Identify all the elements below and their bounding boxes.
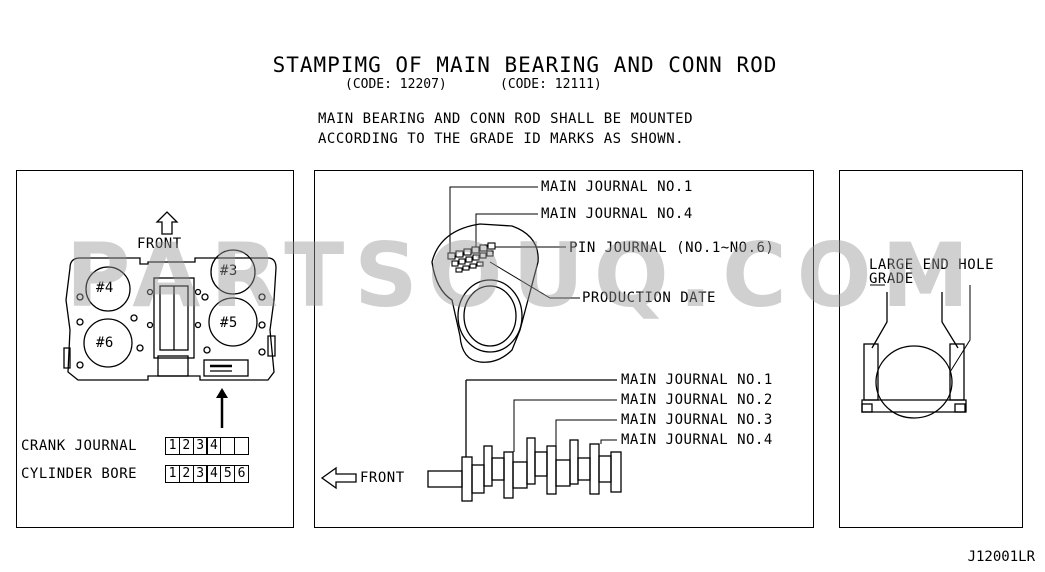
conn-rod-panel [839,170,1023,528]
grade-cell: 5 [220,465,236,483]
watermark: PARTSOUQ.COM [65,224,980,327]
callout-main-journal-2: MAIN JOURNAL NO.2 [621,392,773,408]
callout-main-journal-1: MAIN JOURNAL NO.1 [621,372,773,388]
crank-journal-grade-grid: 1 2 3 4 [165,437,250,455]
callout-pin-journal: PIN JOURNAL (NO.1~NO.6) [569,240,775,256]
grade-cell: 3 [192,437,208,455]
cylinder-6-label: #6 [96,335,114,351]
cylinder-bore-grade-grid: 1 2 3 4 5 6 [165,465,250,483]
callout-main-journal-4-upper: MAIN JOURNAL NO.4 [541,206,693,222]
cylinder-bore-label: CYLINDER BORE [21,466,138,482]
cylinder-5-label: #5 [220,315,238,331]
grade-cell: 1 [165,465,180,483]
engine-block-panel [16,170,294,528]
diagram-title: STAMPIMG OF MAIN BEARING AND CONN ROD [272,53,778,77]
crank-journal-label: CRANK JOURNAL [21,438,138,454]
grade-cell [234,437,250,455]
code-12111: (CODE: 12111) [500,77,602,92]
grade-cell: 2 [178,437,194,455]
note-line-1: MAIN BEARING AND CONN ROD SHALL BE MOUNT… [318,111,694,127]
callout-main-journal-4: MAIN JOURNAL NO.4 [621,432,773,448]
grade-cell: 4 [206,437,222,455]
code-12207: (CODE: 12207) [345,77,447,92]
block-front-label: FRONT [137,236,182,252]
grade-cell: 6 [234,465,250,483]
front-arrow-icon [155,211,179,235]
cylinder-3-label: #3 [220,263,238,279]
grade-cell: 2 [178,465,194,483]
grade-cell: 4 [206,465,222,483]
cylinder-4-label: #4 [96,280,114,296]
callout-main-journal-1-upper: MAIN JOURNAL NO.1 [541,179,693,195]
note-line-2: ACCORDING TO THE GRADE ID MARKS AS SHOWN… [318,131,685,147]
crankshaft-front-label: FRONT [360,470,405,486]
front-arrow-left-icon [320,466,357,490]
engine-block-drawing [63,211,277,428]
grade-cell [220,437,236,455]
callout-production-date: PRODUCTION DATE [582,290,716,306]
grade-cell: 3 [192,465,208,483]
reference-code: J12001LR [967,549,1035,565]
pulley-drawing [431,186,580,363]
grade-label: GRADE [869,271,914,287]
large-end-hole-label: LARGE END HOLE [869,257,995,273]
conn-rod-drawing [861,284,971,419]
crankshaft-drawing [320,379,622,502]
crankshaft-panel [314,170,814,528]
callout-main-journal-3: MAIN JOURNAL NO.3 [621,412,773,428]
grade-cell: 1 [165,437,180,455]
